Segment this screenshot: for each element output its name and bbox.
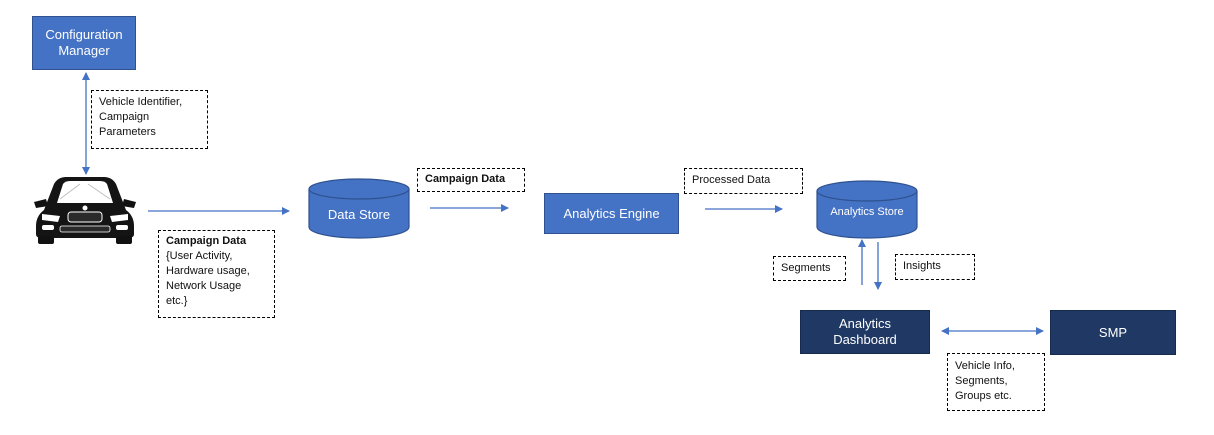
note-line: Segments,: [955, 375, 1008, 387]
car-front-icon: [34, 177, 136, 244]
note-line: Vehicle Info,: [955, 360, 1015, 372]
segments-label: Segments: [781, 262, 831, 274]
analytics-dashboard-label: Analytics Dashboard: [833, 316, 897, 347]
note-line: etc.}: [166, 295, 188, 307]
smp-label: SMP: [1098, 325, 1128, 340]
analytics-engine-label: Analytics Engine: [563, 206, 660, 221]
smp-node: SMP: [1050, 310, 1176, 355]
configuration-manager-node: Configuration Manager: [32, 16, 136, 70]
insights-label: Insights: [903, 260, 941, 272]
analytics-engine-node: Analytics Engine: [544, 193, 679, 234]
note-line: Groups etc.: [955, 390, 1012, 402]
processed-data-note: Processed Data: [684, 168, 803, 194]
note-line: Network Usage: [166, 280, 242, 292]
configuration-manager-label: Configuration Manager: [45, 27, 123, 58]
note-line: Vehicle Identifier,: [99, 96, 183, 108]
analytics-dashboard-node: Analytics Dashboard: [800, 310, 930, 354]
data-store-cylinder: [308, 178, 410, 239]
analytics-store-cylinder: [816, 180, 918, 239]
analytics-store-label: Analytics Store: [830, 206, 904, 218]
insights-note: Insights: [895, 254, 975, 280]
campaign-data-label-note: Campaign Data: [417, 168, 525, 192]
vehicle-identifier-note: Vehicle Identifier, Campaign Parameters: [91, 90, 208, 149]
campaign-data-title: Campaign Data: [166, 235, 247, 247]
processed-data-label: Processed Data: [692, 174, 771, 186]
segments-note: Segments: [773, 256, 846, 281]
campaign-data-note: Campaign Data {User Activity, Hardware u…: [158, 230, 275, 318]
note-line: Parameters: [99, 126, 156, 138]
note-line: Hardware usage,: [166, 265, 250, 277]
note-line: {User Activity,: [166, 250, 233, 262]
data-store-label: Data Store: [327, 206, 391, 222]
note-line: Campaign: [99, 111, 150, 123]
vehicle-info-note: Vehicle Info, Segments, Groups etc.: [947, 353, 1045, 411]
